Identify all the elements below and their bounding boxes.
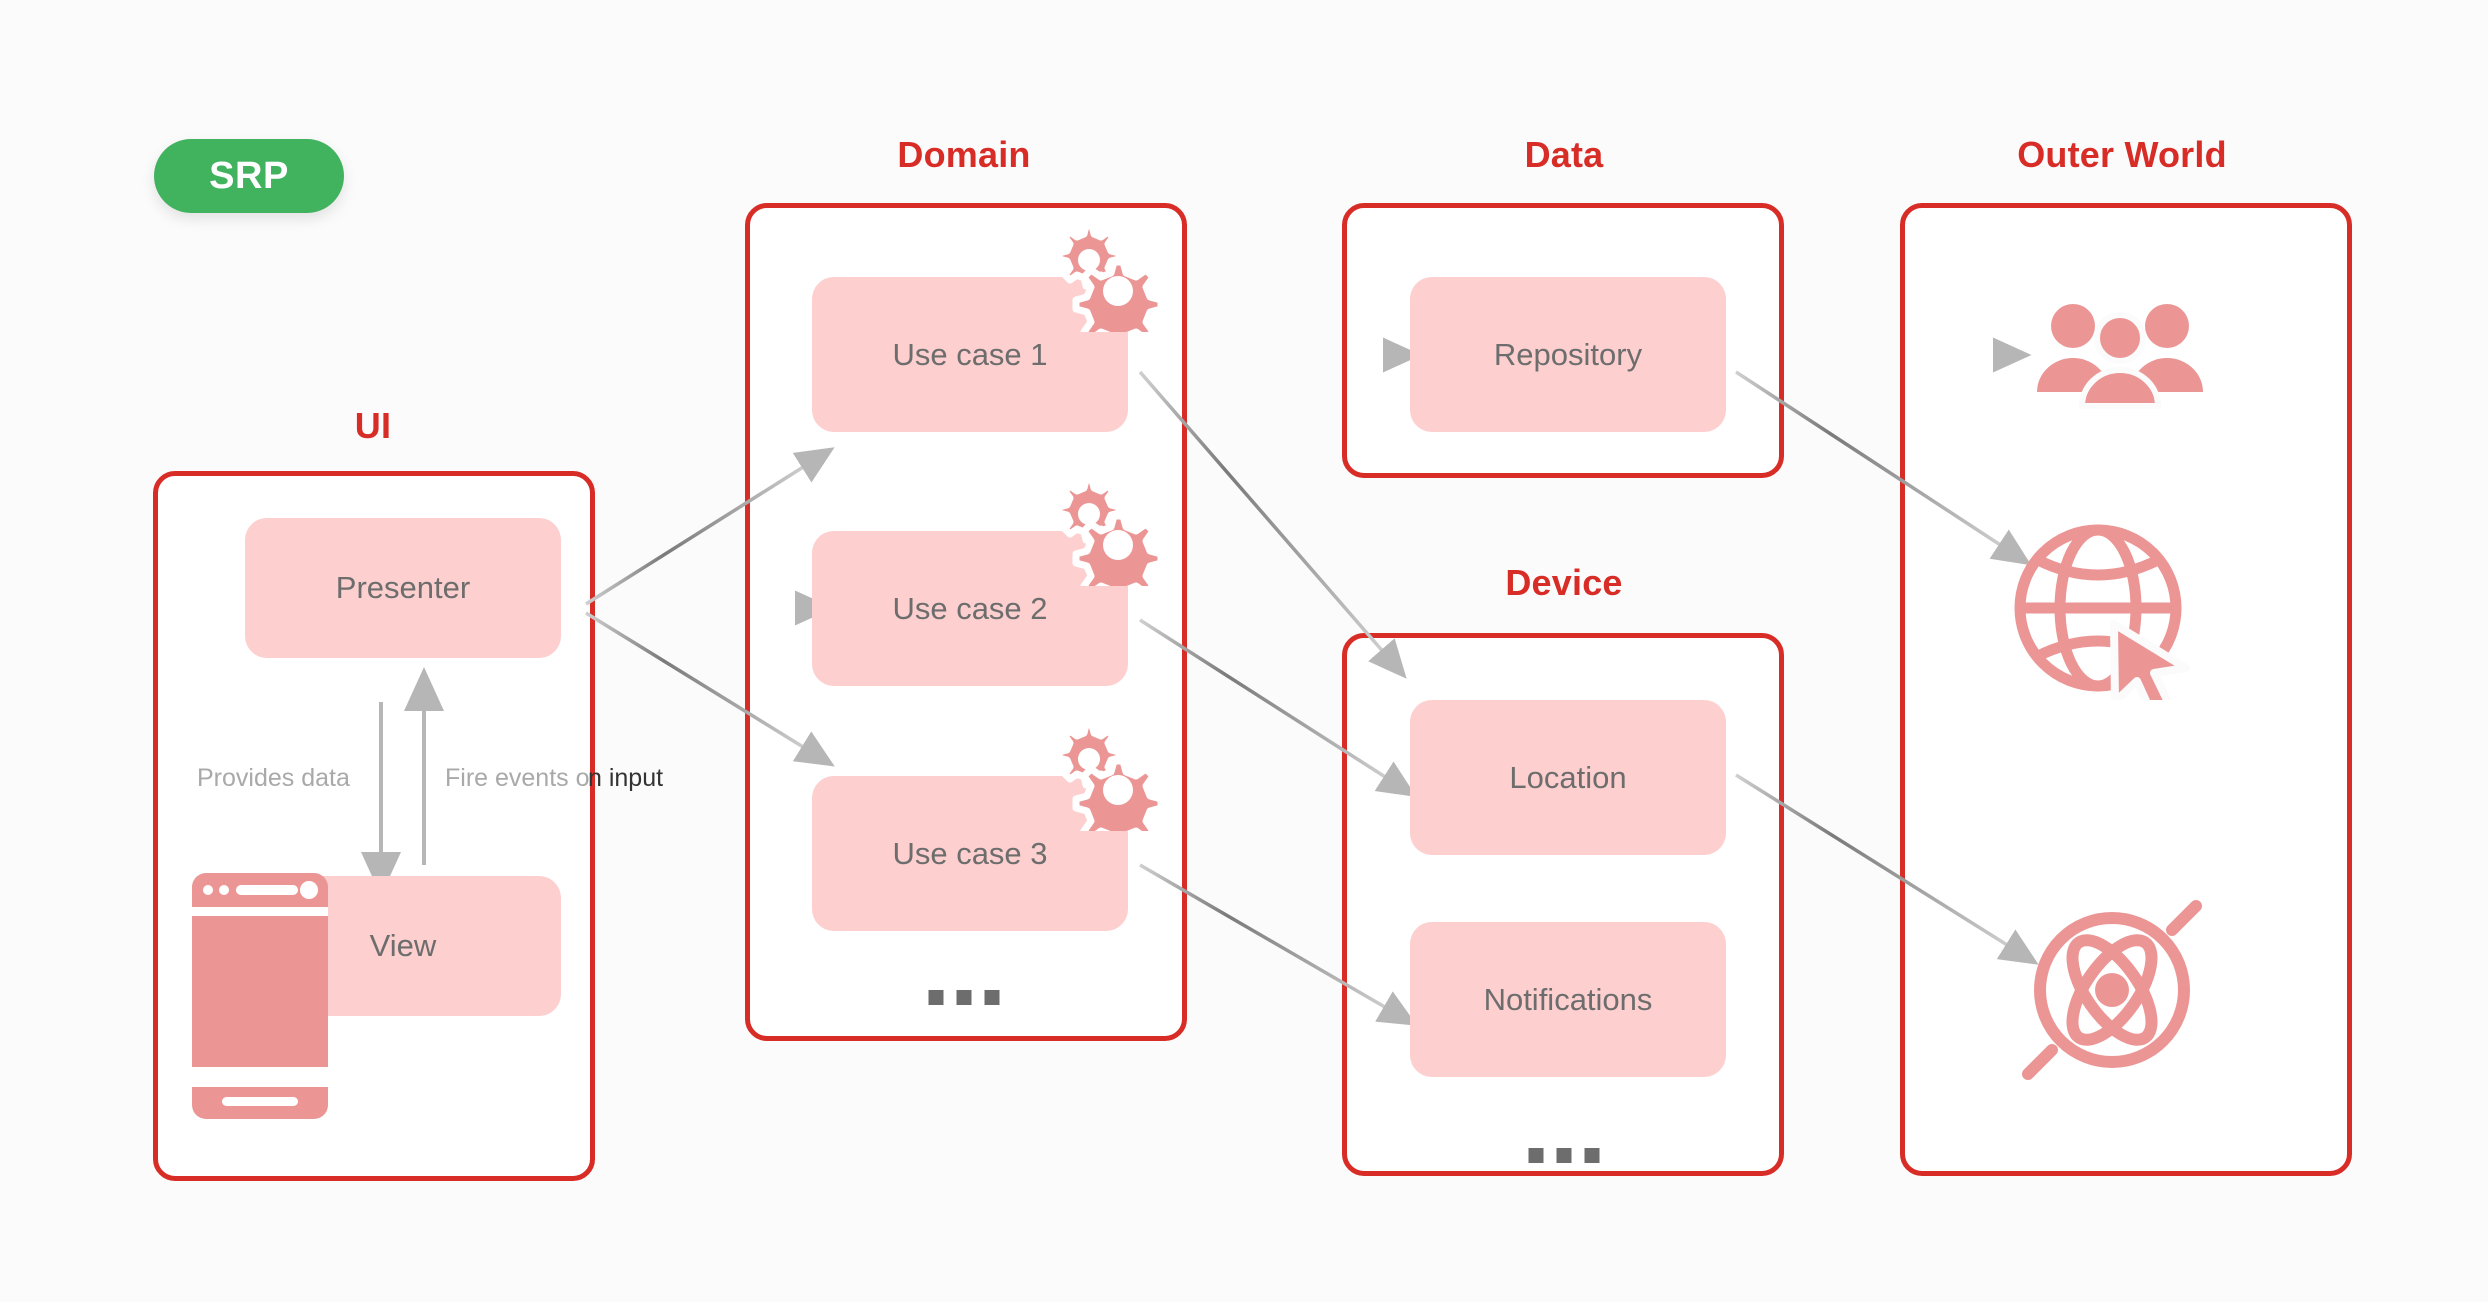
arrow-usecase3-to-notifications <box>1139 863 1418 1026</box>
gears-icon <box>1055 721 1162 831</box>
arrow-usecase2-to-location <box>1139 618 1417 797</box>
node-presenter[interactable]: Presenter <box>245 518 561 658</box>
node-notifications[interactable]: Notifications <box>1410 922 1726 1077</box>
srp-badge-label: SRP <box>209 154 289 197</box>
node-location[interactable]: Location <box>1410 700 1726 855</box>
node-use-case-2[interactable]: Use case 2 <box>812 531 1128 686</box>
gears-icon <box>1055 476 1162 586</box>
arrow-usecase1-to-device <box>1138 370 1407 679</box>
mobile-phone-icon <box>192 873 328 1119</box>
globe-cursor-icon <box>2014 524 2190 700</box>
node-use-case-2-label: Use case 2 <box>892 590 1048 626</box>
column-title-outer-world: Outer World <box>2017 134 2227 175</box>
srp-badge: SRP <box>154 139 344 213</box>
column-title-domain: Domain <box>897 134 1031 175</box>
node-notifications-label: Notifications <box>1483 981 1653 1017</box>
arrow-repository-to-web <box>1735 370 2032 566</box>
column-title-data: Data <box>1524 134 1604 175</box>
users-group-icon <box>2037 304 2203 409</box>
node-use-case-3-label: Use case 3 <box>892 835 1048 871</box>
edge-label-provides-data: Provides data <box>197 764 350 792</box>
node-presenter-label: Presenter <box>335 570 471 605</box>
gears-icon <box>1055 222 1162 332</box>
column-title-ui: UI <box>354 405 392 446</box>
node-repository-label: Repository <box>1493 336 1643 372</box>
node-use-case-1-label: Use case 1 <box>892 336 1048 372</box>
node-view-label: View <box>369 928 437 963</box>
node-repository[interactable]: Repository <box>1410 277 1726 432</box>
device-more-indicator <box>1528 1148 1600 1163</box>
edge-label-fire-events-overflow: n input <box>588 764 664 792</box>
arrow-location-to-sensors <box>1735 773 2039 965</box>
arrow-presenter-to-usecase1 <box>585 447 835 606</box>
node-location-label: Location <box>1509 759 1627 795</box>
column-title-device: Device <box>1505 562 1623 603</box>
edge-label-fire-events: Fire events o <box>445 764 590 792</box>
domain-more-indicator <box>928 990 1000 1005</box>
arrow-presenter-to-usecase3 <box>585 611 835 767</box>
atom-network-icon <box>2022 900 2202 1080</box>
